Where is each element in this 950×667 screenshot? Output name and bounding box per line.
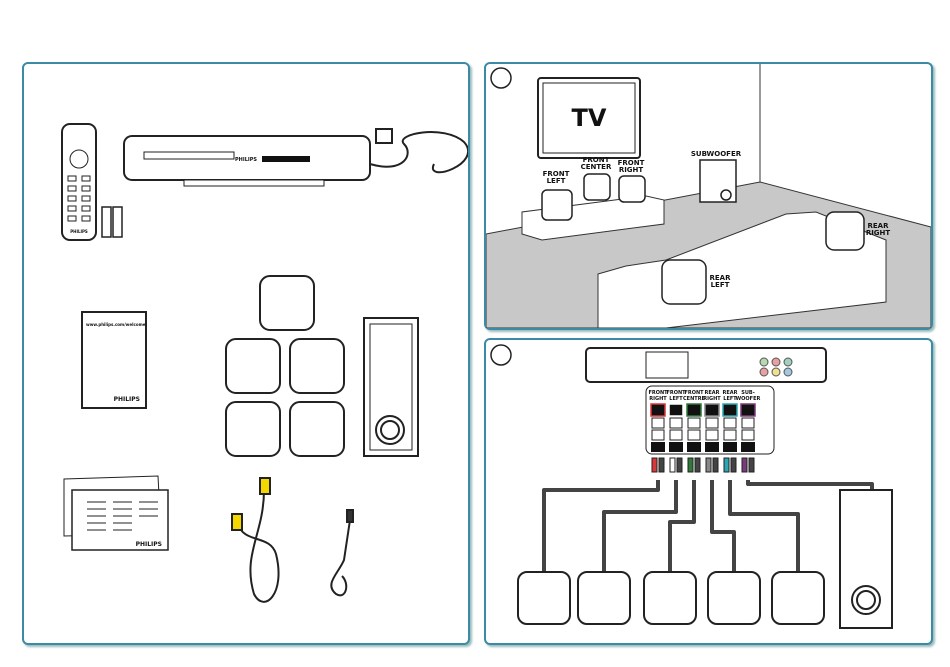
label-subwoofer: SUBWOOFER xyxy=(691,150,742,158)
svg-text:PHILIPS: PHILIPS xyxy=(70,229,88,234)
plug-colored xyxy=(742,458,747,472)
plug-colored xyxy=(652,458,657,472)
box-contents-panel: PHILIPS PHILIPS www.philips.com/welcome … xyxy=(22,62,470,645)
terminal xyxy=(652,418,664,428)
composite-video-cable-icon xyxy=(232,478,279,602)
plug-black xyxy=(695,458,700,472)
room-illustration: TV FRONT LEFT FRONT CENTER FRONT RIGHT S… xyxy=(486,64,931,328)
speaker-placement-panel: TV FRONT LEFT FRONT CENTER FRONT RIGHT S… xyxy=(484,62,933,330)
color-tag xyxy=(723,404,737,416)
svg-text:LEFT: LEFT xyxy=(711,281,730,289)
tv-icon: TV xyxy=(538,78,640,158)
fm-antenna-icon xyxy=(331,510,353,595)
speakers-icon xyxy=(226,276,344,456)
terminal-base xyxy=(741,442,755,452)
svg-text:www.philips.com/welcome: www.philips.com/welcome xyxy=(86,322,146,327)
plug-colored xyxy=(724,458,729,472)
terminal-base xyxy=(705,442,719,452)
plug-colored xyxy=(688,458,693,472)
remote-control-icon: PHILIPS xyxy=(62,124,96,240)
channel-label: CENTRE xyxy=(683,396,706,402)
terminal xyxy=(688,418,700,428)
rear-panel-icon xyxy=(586,348,826,382)
terminal xyxy=(742,418,754,428)
terminal-base xyxy=(723,442,737,452)
color-tag xyxy=(705,404,719,416)
quick-start-guide-icon: PHILIPS xyxy=(64,476,168,550)
channel-label: RIGHT xyxy=(703,396,721,402)
power-cord-icon xyxy=(370,129,468,172)
step-circle-icon xyxy=(491,345,511,365)
box-contents-illustration: PHILIPS PHILIPS www.philips.com/welcome … xyxy=(24,64,468,643)
color-tag xyxy=(669,404,683,416)
terminal-base xyxy=(687,442,701,452)
terminal xyxy=(706,418,718,428)
main-unit-icon: PHILIPS xyxy=(124,136,370,186)
svg-text:LEFT: LEFT xyxy=(547,177,566,185)
connected-speakers-icon xyxy=(518,572,824,624)
plug-black xyxy=(677,458,682,472)
svg-text:CENTER: CENTER xyxy=(581,163,612,171)
plug-colored xyxy=(670,458,675,472)
svg-text:PHILIPS: PHILIPS xyxy=(235,157,257,163)
plug-black xyxy=(713,458,718,472)
svg-text:PHILIPS: PHILIPS xyxy=(136,541,162,548)
terminal xyxy=(742,430,754,440)
connection-illustration: FRONTRIGHTFRONTLEFTFRONTCENTREREARRIGHTR… xyxy=(486,340,931,643)
terminal xyxy=(724,418,736,428)
svg-text:RIGHT: RIGHT xyxy=(619,166,644,174)
terminal xyxy=(688,430,700,440)
color-tag xyxy=(741,404,755,416)
speaker-cables xyxy=(544,480,872,572)
color-tag xyxy=(687,404,701,416)
terminal-base xyxy=(669,442,683,452)
terminal xyxy=(670,418,682,428)
terminal xyxy=(670,430,682,440)
subwoofer-icon xyxy=(364,318,418,456)
subwoofer-room-icon xyxy=(700,160,736,202)
step-circle-icon xyxy=(491,68,511,88)
connected-subwoofer-icon xyxy=(840,490,892,628)
channel-label: WOOFER xyxy=(736,396,761,402)
color-tag xyxy=(651,404,665,416)
batteries-icon xyxy=(102,207,122,237)
terminal-base xyxy=(651,442,665,452)
plug-colored xyxy=(706,458,711,472)
plug-black xyxy=(731,458,736,472)
terminal xyxy=(652,430,664,440)
svg-text:TV: TV xyxy=(572,104,607,132)
svg-text:RIGHT: RIGHT xyxy=(866,229,891,237)
terminal xyxy=(724,430,736,440)
channel-label: RIGHT xyxy=(649,396,667,402)
channel-label: LEFT xyxy=(669,396,683,402)
svg-text:PHILIPS: PHILIPS xyxy=(114,396,140,403)
terminal xyxy=(706,430,718,440)
plug-black xyxy=(749,458,754,472)
user-manual-icon: www.philips.com/welcome PHILIPS xyxy=(82,312,146,408)
plug-black xyxy=(659,458,664,472)
